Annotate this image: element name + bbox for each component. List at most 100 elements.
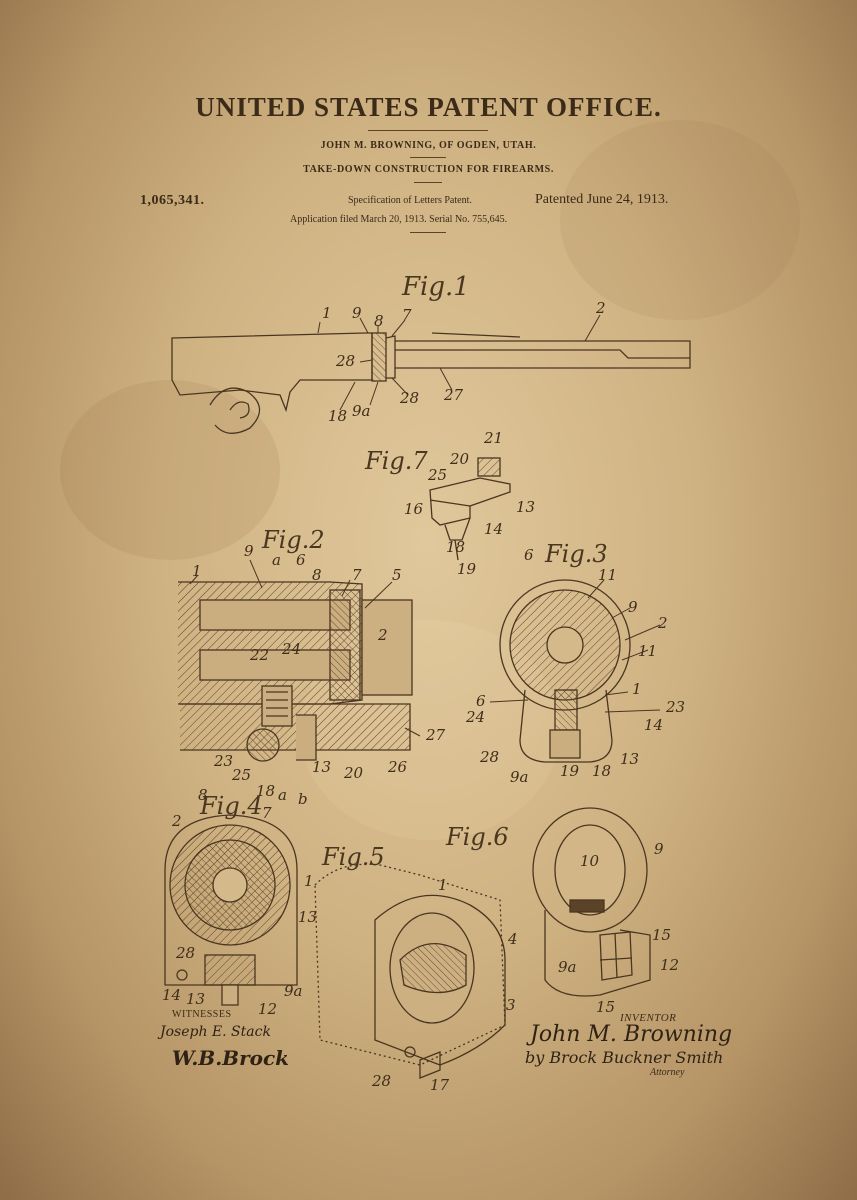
svg-text:9a: 9a bbox=[558, 958, 577, 976]
fig5-drawing bbox=[314, 863, 506, 1066]
svg-text:13: 13 bbox=[186, 990, 205, 1008]
svg-text:13: 13 bbox=[312, 758, 331, 776]
svg-text:15: 15 bbox=[652, 926, 671, 944]
svg-text:18: 18 bbox=[446, 538, 465, 556]
witness-signature-2: W.B.Brock bbox=[172, 1046, 289, 1070]
svg-text:18: 18 bbox=[256, 782, 275, 800]
fig2-label: Fig.2 bbox=[262, 526, 325, 554]
patented-date: Patented June 24, 1913. bbox=[535, 192, 669, 207]
fig6-label: Fig.6 bbox=[446, 823, 509, 851]
svg-text:1: 1 bbox=[438, 876, 448, 894]
svg-text:10: 10 bbox=[580, 852, 600, 870]
svg-text:9a: 9a bbox=[352, 402, 371, 420]
svg-text:9: 9 bbox=[628, 598, 638, 616]
svg-text:a: a bbox=[272, 551, 281, 569]
fig1-drawing bbox=[171, 332, 691, 434]
svg-text:24: 24 bbox=[465, 708, 485, 726]
svg-text:1: 1 bbox=[322, 304, 332, 322]
svg-text:a: a bbox=[278, 786, 287, 804]
svg-text:17: 17 bbox=[430, 1076, 450, 1094]
fig6-drawing bbox=[532, 807, 651, 997]
svg-text:12: 12 bbox=[258, 1000, 277, 1018]
svg-text:19: 19 bbox=[457, 560, 477, 578]
svg-text:9: 9 bbox=[352, 304, 362, 322]
svg-text:1: 1 bbox=[192, 562, 202, 580]
svg-text:8: 8 bbox=[374, 312, 384, 330]
svg-text:8: 8 bbox=[312, 566, 322, 584]
svg-text:5: 5 bbox=[392, 566, 402, 584]
fig7-drawing bbox=[429, 457, 511, 561]
svg-text:16: 16 bbox=[404, 500, 424, 518]
svg-text:24: 24 bbox=[281, 640, 301, 658]
patent-number: 1,065,341. bbox=[140, 193, 205, 208]
svg-text:21: 21 bbox=[483, 429, 503, 447]
svg-text:2: 2 bbox=[377, 626, 388, 644]
divider-rule bbox=[414, 182, 442, 183]
svg-text:25: 25 bbox=[427, 466, 447, 484]
svg-text:18: 18 bbox=[592, 762, 611, 780]
fig4-drawing bbox=[164, 814, 298, 1006]
fig2-leaders bbox=[189, 559, 421, 737]
witness-signature-1: Joseph E. Stack bbox=[160, 1024, 271, 1040]
svg-text:13: 13 bbox=[298, 908, 317, 926]
fig3-leaders bbox=[489, 579, 661, 713]
svg-text:7: 7 bbox=[352, 566, 362, 584]
svg-text:12: 12 bbox=[660, 956, 679, 974]
svg-text:23: 23 bbox=[665, 698, 685, 716]
svg-text:27: 27 bbox=[443, 386, 464, 404]
svg-text:28: 28 bbox=[479, 748, 499, 766]
divider-rule bbox=[410, 232, 446, 233]
application-line: Application filed March 20, 1913. Serial… bbox=[290, 214, 508, 225]
invention-title: TAKE-DOWN CONSTRUCTION FOR FIREARMS. bbox=[303, 164, 554, 175]
svg-text:20: 20 bbox=[343, 764, 364, 782]
attorney-signature: by Brock Buckner Smith bbox=[525, 1048, 724, 1067]
fig1-leaders bbox=[317, 314, 601, 411]
svg-text:14: 14 bbox=[644, 716, 663, 734]
svg-text:28: 28 bbox=[371, 1072, 391, 1090]
title-rule bbox=[368, 130, 488, 131]
svg-text:25: 25 bbox=[231, 766, 251, 784]
fig5-solid bbox=[374, 894, 506, 1079]
svg-text:7: 7 bbox=[402, 306, 412, 324]
svg-text:9: 9 bbox=[654, 840, 664, 858]
svg-text:28: 28 bbox=[399, 389, 419, 407]
svg-text:23: 23 bbox=[213, 752, 233, 770]
divider-rule bbox=[410, 157, 446, 158]
svg-text:19: 19 bbox=[560, 762, 580, 780]
svg-text:11: 11 bbox=[638, 642, 657, 660]
inventor-label: INVENTOR bbox=[620, 1012, 677, 1024]
svg-text:9: 9 bbox=[244, 542, 254, 560]
svg-text:22: 22 bbox=[249, 646, 269, 664]
svg-text:2: 2 bbox=[171, 812, 182, 830]
svg-text:3: 3 bbox=[506, 996, 516, 1014]
svg-text:2: 2 bbox=[657, 614, 668, 632]
svg-text:18: 18 bbox=[328, 407, 347, 425]
svg-text:9a: 9a bbox=[284, 982, 303, 1000]
svg-text:11: 11 bbox=[598, 566, 617, 584]
specification-label: Specification of Letters Patent. bbox=[348, 195, 472, 206]
svg-text:20: 20 bbox=[449, 450, 470, 468]
svg-text:13: 13 bbox=[516, 498, 535, 516]
svg-text:8: 8 bbox=[198, 786, 208, 804]
fig5-label: Fig.5 bbox=[322, 843, 385, 871]
svg-text:27: 27 bbox=[425, 726, 446, 744]
svg-text:6: 6 bbox=[524, 546, 534, 564]
svg-text:14: 14 bbox=[162, 986, 181, 1004]
svg-text:6: 6 bbox=[476, 692, 486, 710]
svg-text:15: 15 bbox=[596, 998, 615, 1016]
svg-text:1: 1 bbox=[632, 680, 642, 698]
inventor-signature: John M. Browning bbox=[530, 1022, 733, 1047]
svg-text:14: 14 bbox=[484, 520, 503, 538]
svg-text:28: 28 bbox=[175, 944, 195, 962]
svg-text:6: 6 bbox=[296, 551, 306, 569]
svg-text:4: 4 bbox=[507, 930, 518, 948]
svg-text:b: b bbox=[298, 790, 308, 808]
witnesses-label: WITNESSES bbox=[172, 1009, 232, 1020]
svg-text:26: 26 bbox=[387, 758, 408, 776]
svg-text:13: 13 bbox=[620, 750, 639, 768]
fig7-label: Fig.7 bbox=[365, 447, 428, 475]
svg-text:2: 2 bbox=[595, 299, 606, 317]
attorney-label: Attorney bbox=[650, 1067, 685, 1078]
